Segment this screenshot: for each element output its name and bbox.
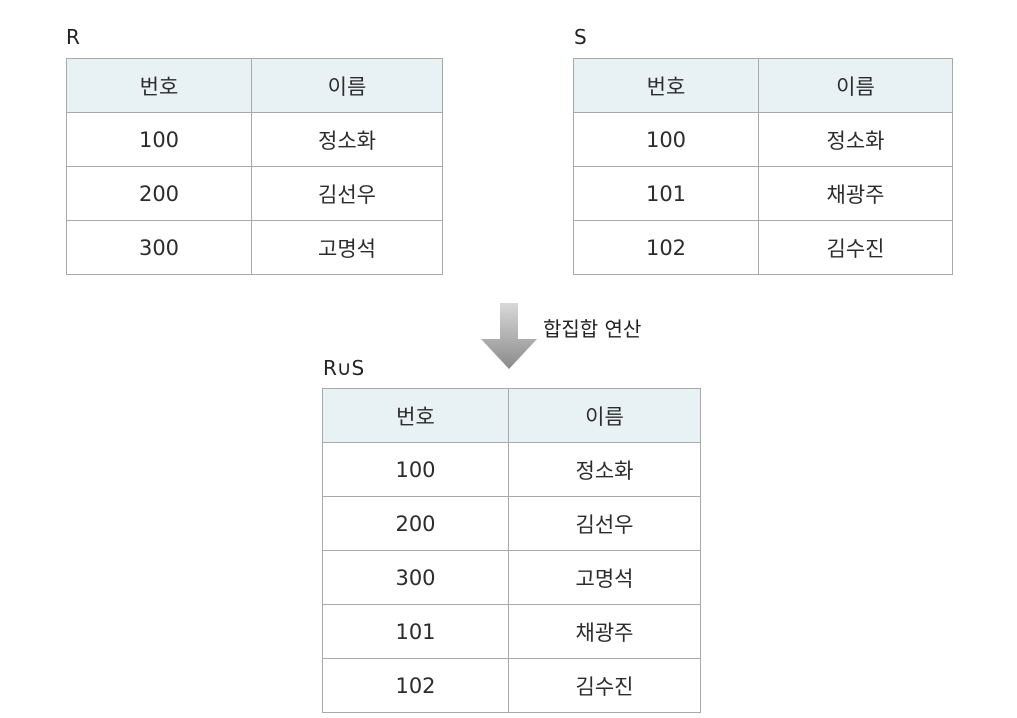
operation-label: 합집합 연산	[543, 317, 642, 341]
header-name: 이름	[758, 58, 953, 113]
header-name: 이름	[508, 388, 701, 443]
table-s: 번호 이름 100 정소화 101 채광주 102 김수진	[573, 58, 953, 275]
table-rus-label: R∪S	[323, 356, 365, 380]
cell-number: 102	[322, 658, 509, 713]
cell-name: 김선우	[508, 496, 701, 551]
cell-number: 300	[66, 220, 252, 275]
cell-name: 정소화	[758, 112, 953, 167]
cell-number: 100	[573, 112, 759, 167]
table-rus: 번호 이름 100 정소화 200 김선우 300 고명석 101 채광주 10…	[322, 388, 701, 713]
cell-name: 김수진	[508, 658, 701, 713]
table-row: 102 김수진	[322, 658, 701, 713]
table-row: 100 정소화	[322, 442, 701, 497]
table-row: 300 고명석	[322, 550, 701, 605]
cell-number: 100	[66, 112, 252, 167]
table-r: 번호 이름 100 정소화 200 김선우 300 고명석	[66, 58, 443, 275]
cell-name: 김수진	[758, 220, 953, 275]
cell-number: 300	[322, 550, 509, 605]
table-header-row: 번호 이름	[573, 58, 953, 113]
table-header-row: 번호 이름	[322, 388, 701, 443]
header-number: 번호	[66, 58, 252, 113]
cell-number: 200	[322, 496, 509, 551]
cell-name: 채광주	[758, 166, 953, 221]
table-row: 100 정소화	[573, 112, 953, 167]
table-row: 200 김선우	[66, 166, 443, 221]
cell-name: 정소화	[251, 112, 443, 167]
table-row: 102 김수진	[573, 220, 953, 275]
cell-number: 101	[322, 604, 509, 659]
table-row: 100 정소화	[66, 112, 443, 167]
cell-name: 고명석	[251, 220, 443, 275]
table-row: 300 고명석	[66, 220, 443, 275]
table-s-label: S	[574, 25, 587, 49]
table-r-label: R	[66, 25, 80, 49]
table-header-row: 번호 이름	[66, 58, 443, 113]
cell-number: 200	[66, 166, 252, 221]
table-row: 200 김선우	[322, 496, 701, 551]
cell-name: 김선우	[251, 166, 443, 221]
table-row: 101 채광주	[322, 604, 701, 659]
cell-name: 고명석	[508, 550, 701, 605]
header-name: 이름	[251, 58, 443, 113]
down-arrow-icon	[481, 303, 537, 369]
cell-number: 102	[573, 220, 759, 275]
cell-number: 100	[322, 442, 509, 497]
cell-name: 채광주	[508, 604, 701, 659]
cell-name: 정소화	[508, 442, 701, 497]
header-number: 번호	[573, 58, 759, 113]
cell-number: 101	[573, 166, 759, 221]
table-row: 101 채광주	[573, 166, 953, 221]
header-number: 번호	[322, 388, 509, 443]
